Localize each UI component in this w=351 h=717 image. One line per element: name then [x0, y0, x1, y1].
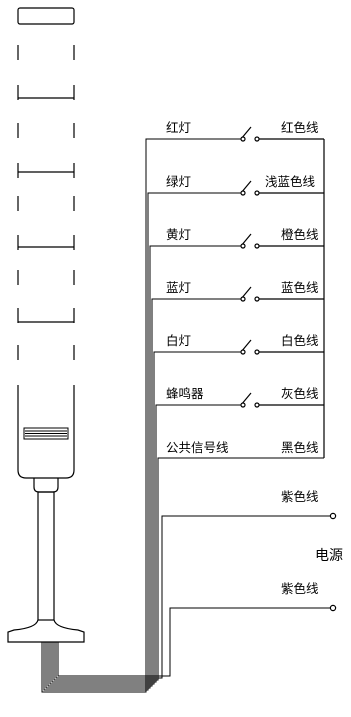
switch-red [240, 126, 324, 142]
label-power: 电源 [315, 548, 343, 564]
switch-green [240, 180, 324, 196]
switch-white [240, 339, 324, 355]
label-wire-yellow: 橙色线 [281, 227, 319, 242]
label-wire-red: 红色线 [281, 120, 319, 135]
buzzer-grille [23, 427, 69, 440]
power-terminal-1 [329, 512, 337, 520]
label-common-signal: 公共信号线 [166, 440, 229, 455]
power-terminal-2 [329, 604, 337, 612]
tower-buzzer-unit [17, 385, 75, 479]
switch-yellow [240, 233, 324, 249]
tower-top-cap [17, 7, 75, 25]
label-lamp-red: 红灯 [166, 120, 192, 135]
signal-tower [7, 7, 85, 643]
label-wire-green: 浅蓝色线 [265, 174, 316, 189]
label-wire-blue: 蓝色线 [281, 280, 319, 295]
label-buzzer: 蜂鸣器 [166, 386, 204, 401]
label-wire-buzzer: 灰色线 [281, 386, 319, 401]
switch-buzzer [240, 392, 324, 408]
tower-pole [37, 491, 55, 621]
label-lamp-white: 白灯 [166, 333, 192, 348]
label-wire-common: 黑色线 [281, 440, 319, 455]
switch-blue [240, 286, 324, 302]
tower-base [7, 619, 85, 643]
label-power-wire-2: 紫色线 [281, 581, 319, 596]
label-lamp-green: 绿灯 [166, 174, 192, 189]
label-lamp-blue: 蓝灯 [166, 280, 192, 295]
tower-collar [33, 478, 59, 493]
label-wire-white: 白色线 [281, 333, 319, 348]
label-power-wire-1: 紫色线 [281, 489, 319, 504]
wire-bundle [41, 138, 330, 693]
tower-lamp-segments [17, 45, 75, 360]
label-lamp-yellow: 黄灯 [166, 227, 192, 242]
